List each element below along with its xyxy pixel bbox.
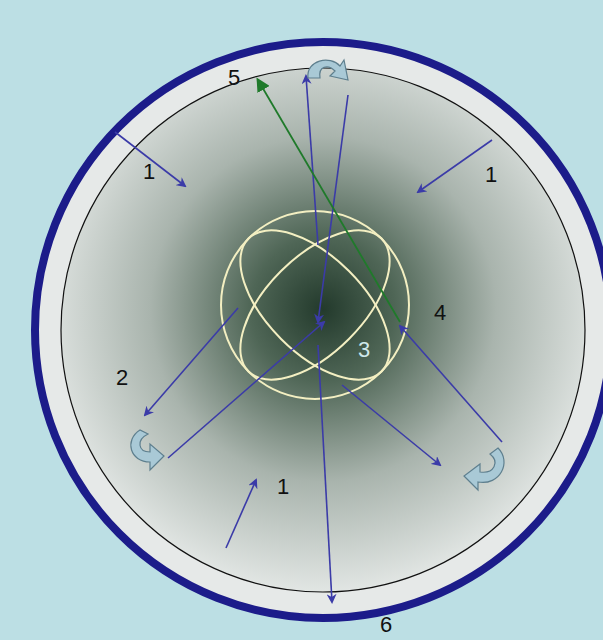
outer-shell xyxy=(35,42,603,618)
core-sphere xyxy=(215,205,416,406)
inner-region xyxy=(61,68,585,592)
callout-number: 1 xyxy=(143,161,155,183)
callout-number: 2 xyxy=(116,367,128,389)
callout-number: 1 xyxy=(485,164,497,186)
exit-arrow xyxy=(258,80,400,322)
callout-number: 3 xyxy=(358,339,370,361)
callout-number: 6 xyxy=(380,614,392,636)
callout-number: 4 xyxy=(434,302,446,324)
callout-number: 1 xyxy=(277,476,289,498)
flow-arrows xyxy=(115,76,502,602)
turn-arrows xyxy=(131,60,504,490)
callout-number: 5 xyxy=(228,67,240,89)
